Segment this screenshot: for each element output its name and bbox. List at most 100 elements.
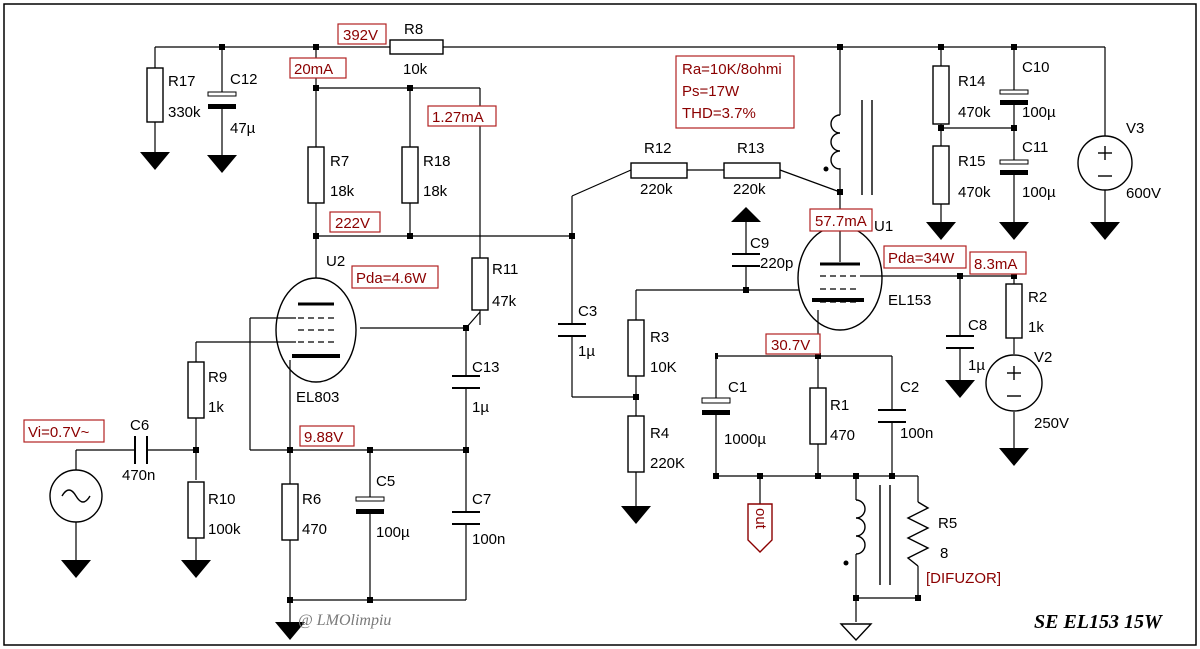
- dc-source-V3-icon: [1077, 135, 1133, 191]
- label-R1-value: 470: [830, 427, 855, 444]
- ground-icon: [207, 155, 237, 173]
- resistor-R14: [932, 65, 950, 125]
- label-R6-name: R6: [302, 491, 321, 508]
- chassis-ground-icon: [839, 623, 873, 642]
- label-R9-value: 1k: [208, 399, 224, 416]
- annotation-voltage-392: 392V: [343, 27, 378, 44]
- ground-icon: [181, 560, 211, 578]
- label-R11-value: 47k: [492, 293, 517, 310]
- ac-source-icon: [49, 469, 103, 523]
- label-R10-name: R10: [208, 491, 236, 508]
- label-C5-value: 100µ: [376, 524, 410, 541]
- resistor-R15: [932, 145, 950, 205]
- frame-border: [3, 3, 1197, 646]
- label-R7-value: 18k: [330, 183, 355, 200]
- label-R18-name: R18: [423, 153, 451, 170]
- annotation-box: [427, 105, 497, 127]
- label-C3-value: 1µ: [578, 343, 595, 360]
- label-R3-value: 10K: [650, 359, 677, 376]
- label-R3-name: R3: [650, 329, 669, 346]
- label-C1-value: 1000µ: [724, 431, 766, 448]
- annotation-pda-46w: Pda=4.6W: [356, 270, 427, 287]
- annotation-current-577ma: 57.7mA: [815, 213, 867, 230]
- annotation-box: [351, 265, 439, 289]
- ground-icon: [926, 222, 956, 240]
- label-R11-name: R11: [492, 261, 518, 278]
- label-R5-name: R5: [938, 515, 957, 532]
- annotation-box: [883, 245, 967, 269]
- annotation-box: [299, 425, 355, 447]
- resistor-R8: [389, 39, 444, 55]
- ground-icon: [621, 506, 651, 524]
- annotation-box: [23, 419, 105, 443]
- label-U1-value: EL153: [888, 292, 931, 309]
- annotation-box: [675, 55, 795, 129]
- label-C5-name: C5: [376, 473, 395, 490]
- label-V3-value: 600V: [1126, 185, 1161, 202]
- label-R13-value: 220k: [733, 181, 766, 198]
- resistor-R2: [1005, 283, 1023, 339]
- annotation-box: [969, 251, 1027, 275]
- label-C9-name: C9: [750, 235, 769, 252]
- annotation-current-83ma: 8.3mA: [974, 256, 1017, 273]
- resistor-R1: [809, 387, 827, 445]
- annotation-ra: Ra=10K/8ohmi: [682, 61, 782, 78]
- label-R12-value: 220k: [640, 181, 673, 198]
- label-R18-value: 18k: [423, 183, 448, 200]
- capacitor-C12-plate-neg: [208, 104, 236, 109]
- label-U1-name: U1: [874, 218, 893, 235]
- reference-arrow-icon: [731, 207, 761, 222]
- label-C1-name: C1: [728, 379, 747, 396]
- label-C2-name: C2: [900, 379, 919, 396]
- annotation-voltage-222: 222V: [335, 215, 370, 232]
- annotation-current-20ma: 20mA: [294, 61, 333, 78]
- resistor-R10: [187, 481, 205, 539]
- label-V2-value: 250V: [1034, 415, 1069, 432]
- capacitor-C10: [999, 89, 1029, 95]
- resistor-R11: [471, 257, 489, 311]
- annotation-box: [289, 57, 347, 79]
- capacitor-C1: [701, 397, 731, 404]
- label-C7-name: C7: [472, 491, 491, 508]
- output-port-label: out: [752, 508, 769, 530]
- annotation-box: [765, 333, 821, 355]
- output-port: [747, 503, 773, 553]
- ground-icon: [945, 380, 975, 398]
- label-R8-value: 10k: [403, 61, 428, 78]
- label-C2-value: 100n: [900, 425, 933, 442]
- label-C12-name: C12: [230, 71, 258, 88]
- label-C3-name: C3: [578, 303, 597, 320]
- annotation-input-voltage: Vi=0.7V~: [28, 424, 90, 441]
- annotation-ps: Ps=17W: [682, 83, 740, 100]
- label-R8-name: R8: [404, 21, 423, 38]
- label-R2-value: 1k: [1028, 319, 1044, 336]
- resistor-R6: [281, 483, 299, 541]
- label-R2-name: R2: [1028, 289, 1047, 306]
- label-C13-value: 1µ: [472, 399, 489, 416]
- ground-icon: [999, 448, 1029, 466]
- junction-dots: [193, 44, 1017, 603]
- annotation-voltage-307: 30.7V: [771, 337, 810, 354]
- label-R15-value: 470k: [958, 184, 991, 201]
- diagram-title: SE EL153 15W: [1034, 611, 1163, 633]
- resistor-R12: [630, 162, 688, 179]
- label-R9-name: R9: [208, 369, 227, 386]
- annotation-box: [809, 208, 873, 232]
- label-U2-value: EL803: [296, 389, 339, 406]
- label-C8-name: C8: [968, 317, 987, 334]
- resistor-R17: [146, 67, 164, 123]
- label-R6-value: 470: [302, 521, 327, 538]
- resistor-R7: [307, 146, 325, 204]
- label-R15-name: R15: [958, 153, 986, 170]
- label-R1-name: R1: [830, 397, 849, 414]
- label-R14-name: R14: [958, 73, 986, 90]
- label-C9-value: 220p: [760, 255, 793, 272]
- output-transformer: [823, 100, 891, 585]
- label-C11-value: 100µ: [1022, 184, 1056, 201]
- resistor-R18: [401, 146, 419, 204]
- label-C12-value: 47µ: [230, 120, 256, 137]
- label-R10-value: 100k: [208, 521, 241, 538]
- label-V3-name: V3: [1126, 120, 1144, 137]
- tube-U2: [275, 277, 357, 383]
- label-C10-value: 100µ: [1022, 104, 1056, 121]
